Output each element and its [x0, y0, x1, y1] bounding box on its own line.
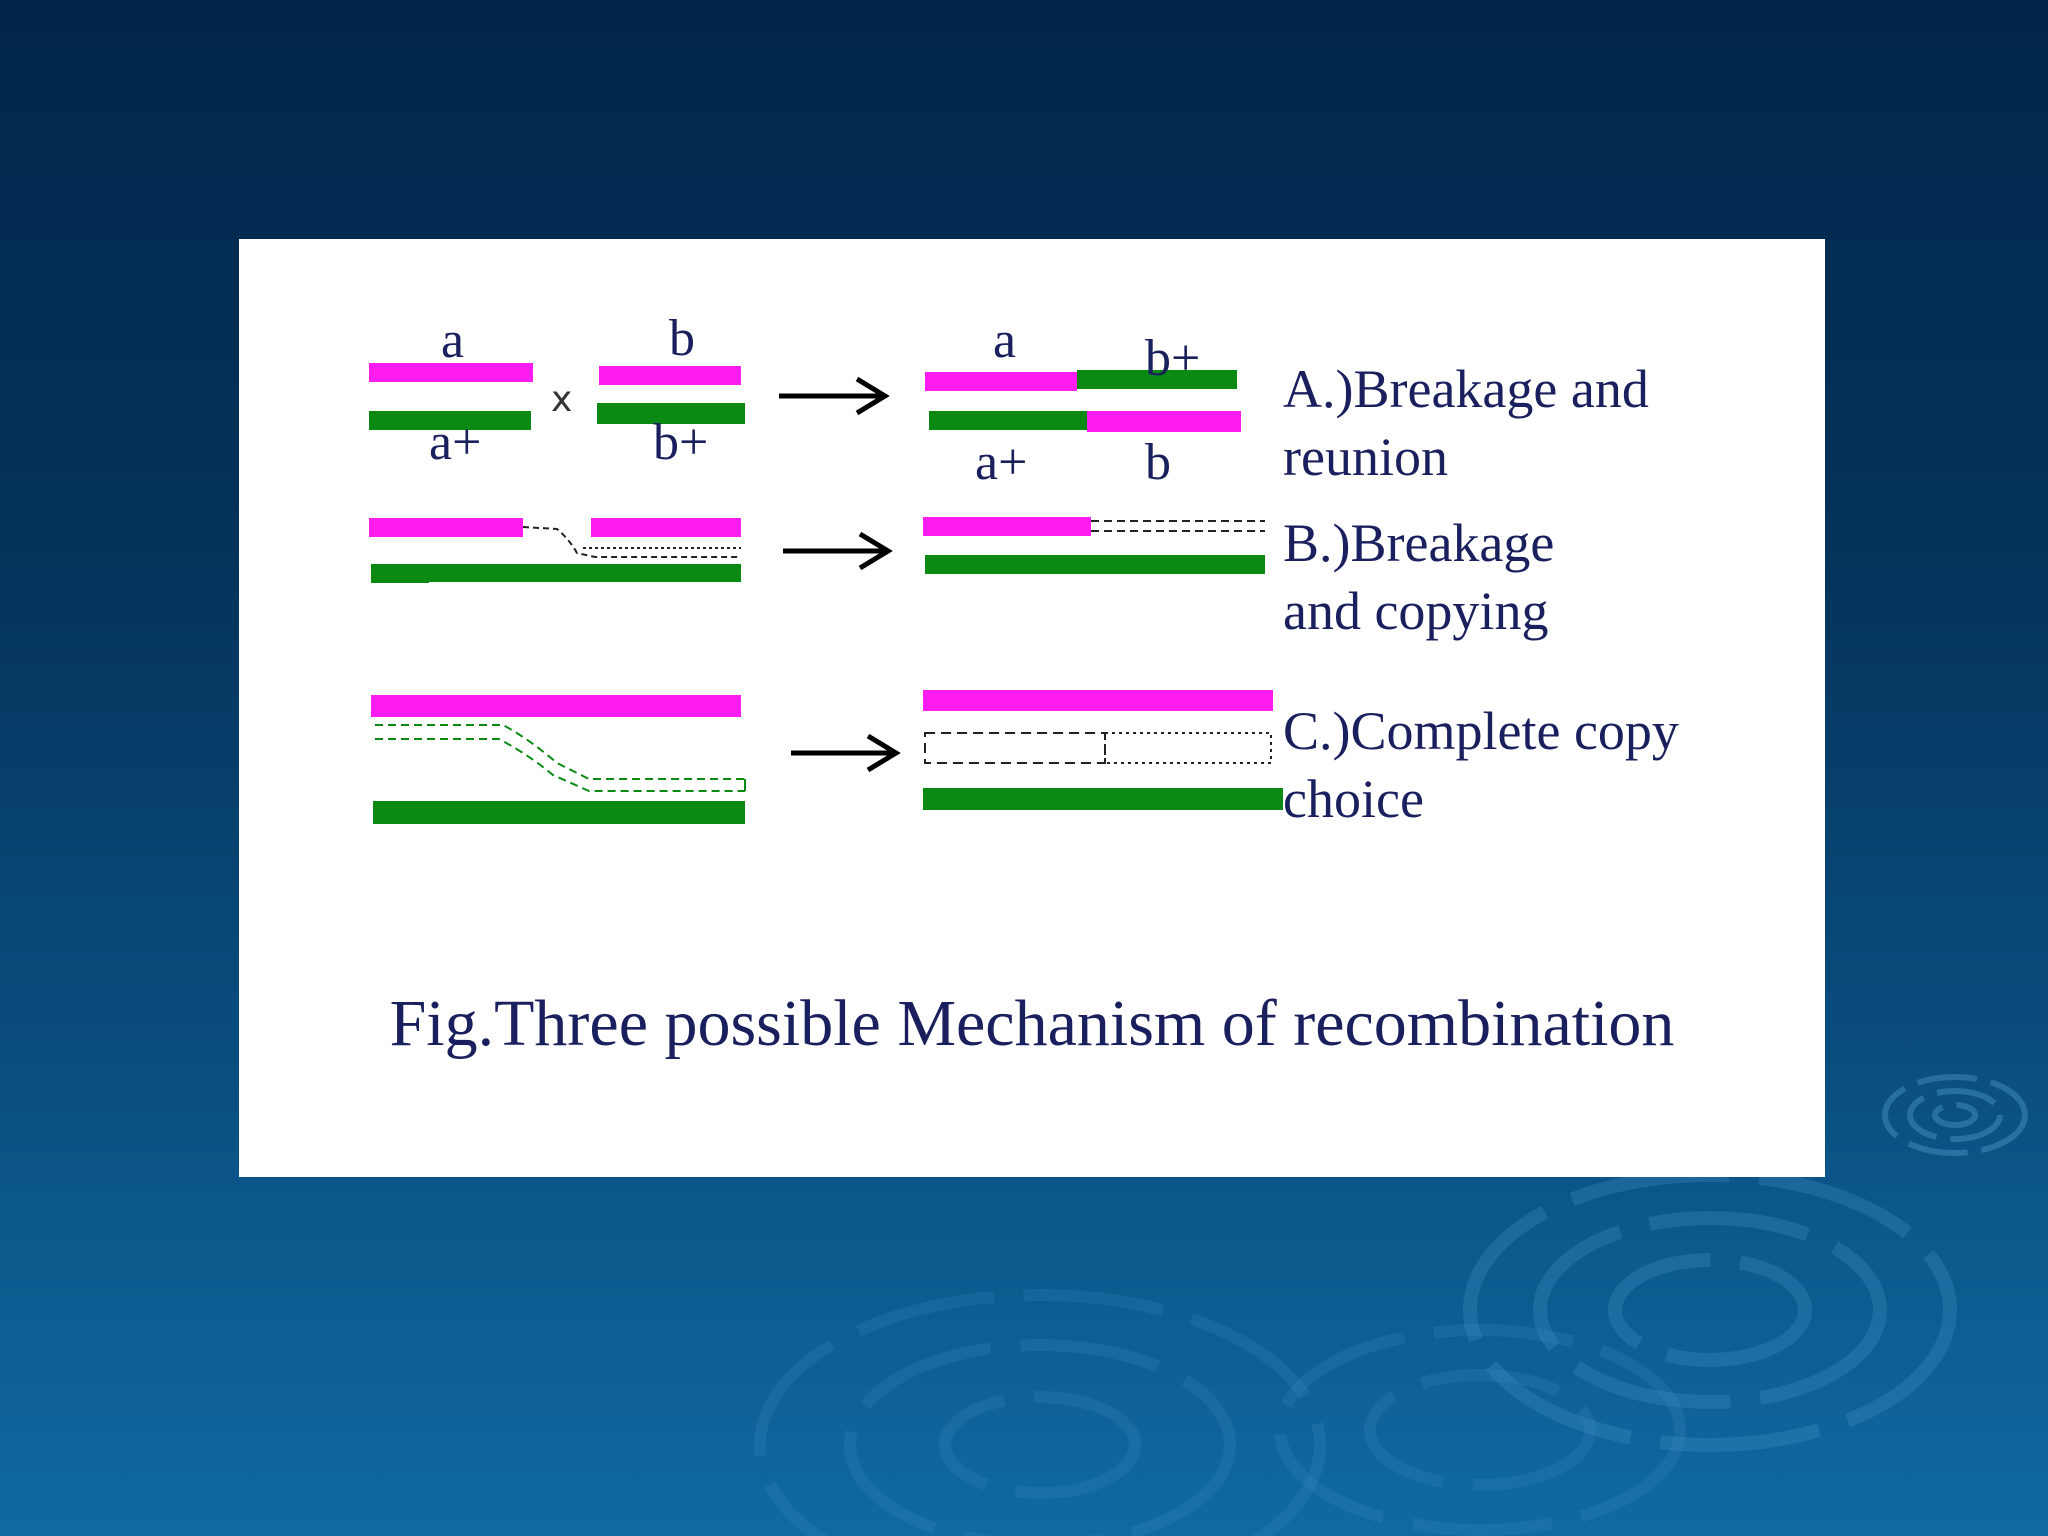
figure-caption: Fig.Three possible Mechanism of recombin…: [389, 987, 1675, 1060]
label-a: a: [441, 312, 465, 369]
product-bottom-green: [929, 411, 1089, 430]
mechanism-c-title-line1: C.)Complete copy: [1283, 701, 1679, 761]
mechanism-c-arrow: [791, 733, 901, 773]
b-parent-magenta-left: [369, 518, 523, 537]
label-b: b: [669, 310, 695, 367]
mechanism-a-title-line1: A.)Breakage and: [1283, 359, 1649, 419]
result-label-a: a: [993, 312, 1017, 369]
strand-b-plus-green: [597, 403, 745, 424]
product-bottom-magenta: [1087, 411, 1241, 432]
strand-a-plus-green: [369, 411, 531, 430]
b-product-green: [925, 555, 1265, 574]
mechanism-b-title-line2: and copying: [1283, 581, 1549, 641]
mechanism-c-products: [923, 690, 1283, 810]
product-top-magenta: [925, 372, 1077, 391]
c-product-magenta: [923, 690, 1273, 711]
mechanism-a-title-line2: reunion: [1283, 427, 1448, 487]
strand-a-magenta: [369, 363, 533, 382]
mechanism-a-parents: [369, 363, 745, 430]
cross-symbol: x: [551, 379, 573, 420]
c-product-green: [923, 788, 1283, 810]
result-label-b: b: [1145, 434, 1171, 491]
recombination-diagram: [369, 363, 1283, 824]
b-copy-dashed: [522, 526, 741, 558]
result-label-a-plus: a+: [975, 434, 1028, 491]
mechanism-b-parents: [369, 518, 741, 583]
figure-card: a a+ b b+ x a b+ a+ b A.)Breakage and re…: [239, 239, 1825, 1177]
mechanism-a-arrow: [779, 376, 890, 416]
c-parent-green: [373, 801, 745, 824]
mechanism-c-title-line2: choice: [1283, 769, 1424, 829]
mechanism-b-title-line1: B.)Breakage: [1283, 513, 1555, 573]
c-parent-magenta: [371, 695, 741, 717]
mechanism-a-products: [925, 370, 1241, 432]
label-a-plus: a+: [429, 414, 482, 471]
mechanism-b-products: [923, 517, 1265, 574]
b-product-magenta: [923, 517, 1091, 536]
strand-b-magenta: [599, 366, 741, 385]
mechanism-c-parents: [371, 695, 746, 824]
b-parent-magenta-right: [591, 518, 741, 537]
product-top-green: [1077, 370, 1237, 389]
label-b-plus: b+: [653, 414, 709, 471]
mechanism-b-arrow: [783, 531, 893, 571]
result-label-b-plus: b+: [1145, 330, 1201, 387]
b-parent-green: [371, 564, 741, 582]
